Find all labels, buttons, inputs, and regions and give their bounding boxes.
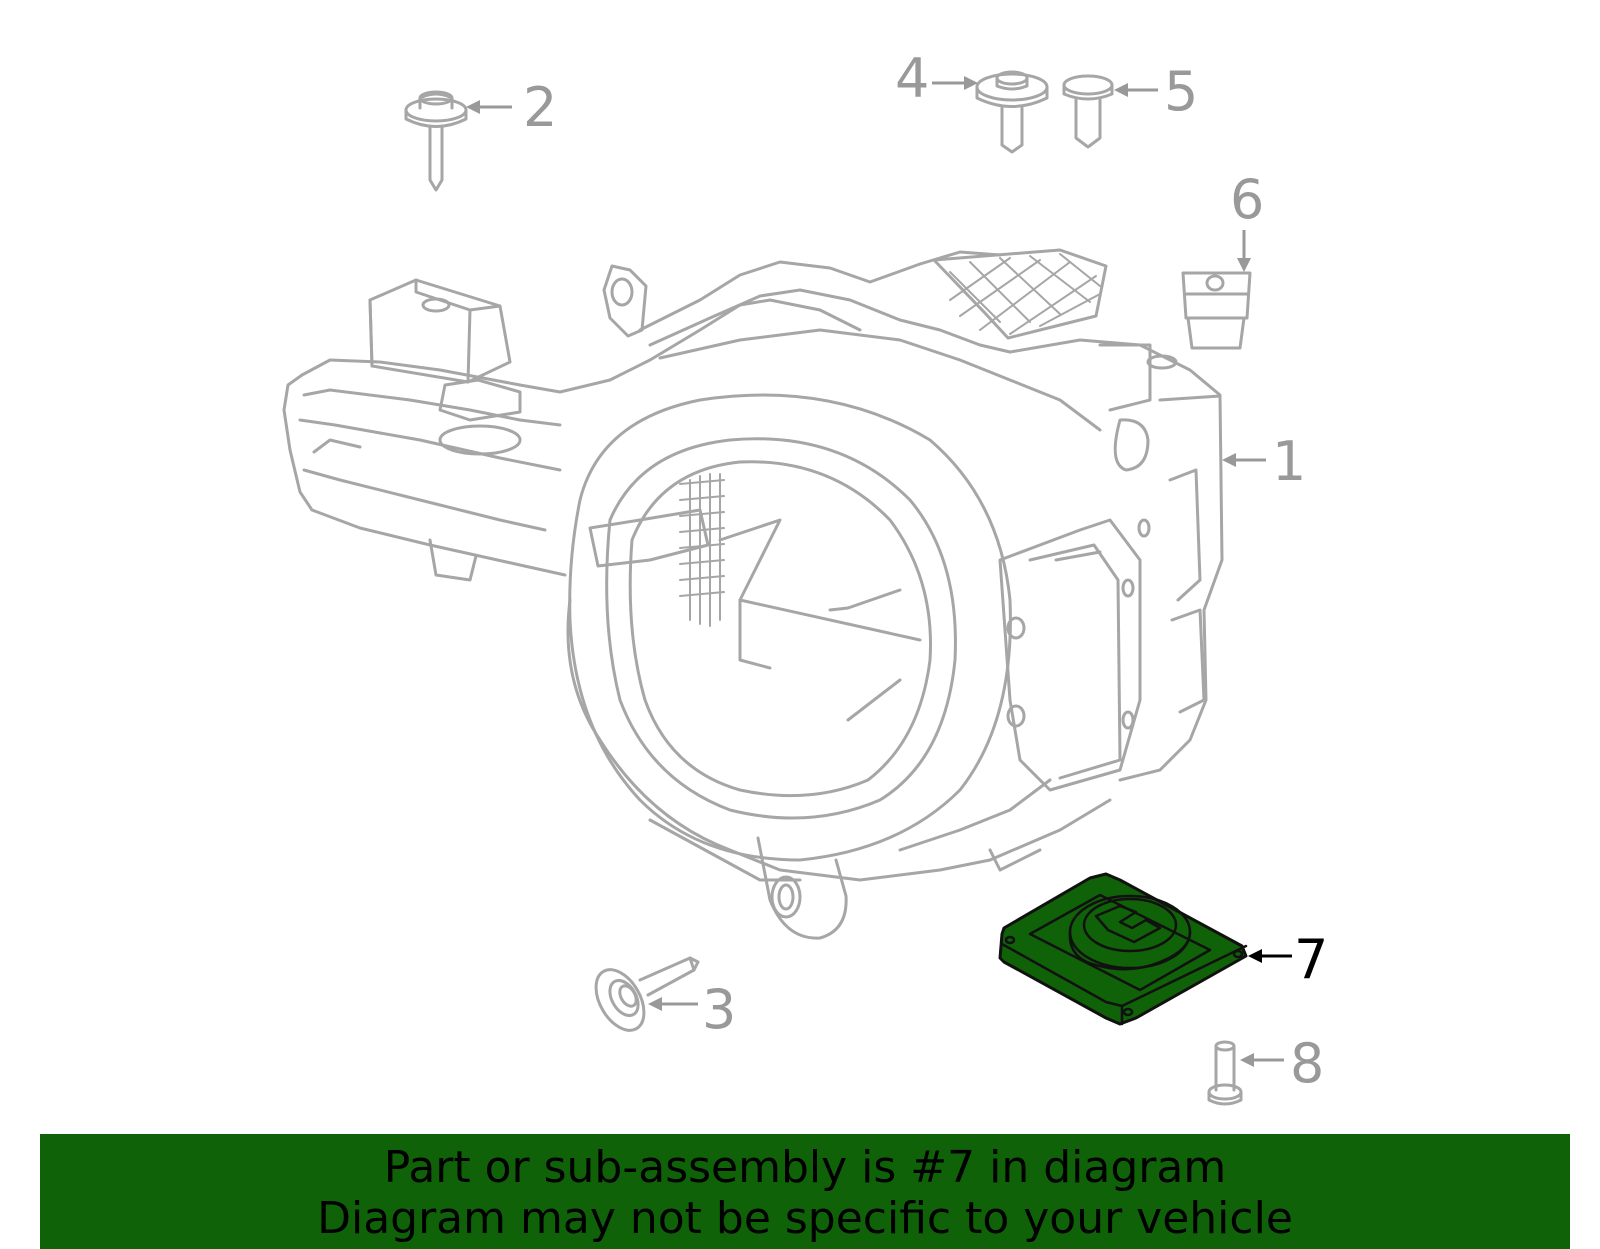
part-5-clip[interactable] <box>1062 74 1114 149</box>
banner-line-disclaimer: Diagram may not be specific to your vehi… <box>317 1193 1293 1244</box>
part-6-retainer[interactable] <box>1181 271 1252 350</box>
arrow-7 <box>1248 949 1292 963</box>
part-8-screw[interactable] <box>1207 1040 1243 1106</box>
part-4-screw[interactable] <box>975 70 1049 154</box>
arrow-3 <box>648 997 698 1011</box>
callout-label-8[interactable]: 8 <box>1290 1032 1324 1095</box>
callout-label-4[interactable]: 4 <box>895 47 929 110</box>
banner-line-part-reference: Part or sub-assembly is #7 in diagram <box>383 1142 1227 1193</box>
arrow-4 <box>932 76 978 90</box>
arrow-5 <box>1114 83 1158 97</box>
part-7-control-module[interactable] <box>998 872 1248 1026</box>
arrow-8 <box>1240 1053 1284 1067</box>
part-1-headlamp-housing[interactable] <box>282 248 1224 940</box>
arrow-6 <box>1237 230 1251 272</box>
part-3-bolt[interactable] <box>586 956 700 1039</box>
callout-label-1[interactable]: 1 <box>1272 430 1306 493</box>
callout-label-7[interactable]: 7 <box>1294 928 1328 991</box>
part-2-screw[interactable] <box>404 90 468 192</box>
arrow-2 <box>466 100 512 114</box>
info-banner: Part or sub-assembly is #7 in diagram Di… <box>40 1134 1570 1249</box>
callout-label-6[interactable]: 6 <box>1230 168 1264 231</box>
callout-label-2[interactable]: 2 <box>523 76 557 139</box>
callout-label-5[interactable]: 5 <box>1164 60 1198 123</box>
arrow-1 <box>1222 453 1266 467</box>
callout-label-3[interactable]: 3 <box>702 978 736 1041</box>
